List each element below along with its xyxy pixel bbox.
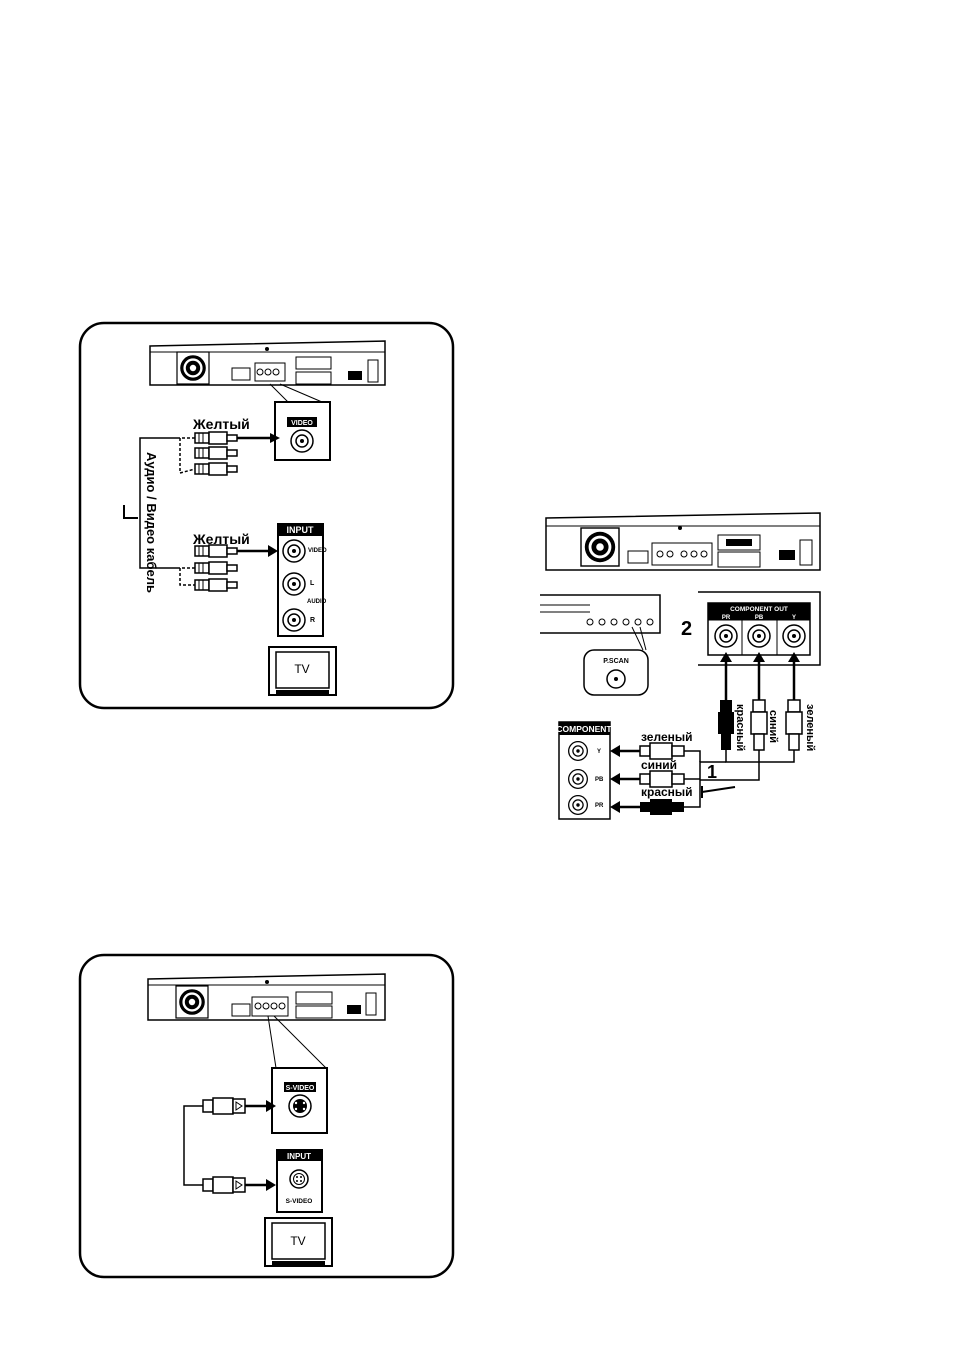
yellow-label-top: Желтый [192,416,250,432]
out-pr-label: PR [722,615,731,621]
step-2-label: 2 [681,618,692,640]
tv-label-svideo: TV [290,1234,305,1248]
diagram-component: P.SCAN 2 COMPONENT OUT PR PB Y [540,513,820,819]
tv-set: TV [269,647,336,695]
av-cable-label: Аудио / Видео кабель [144,452,159,593]
step-1-label: 1 [707,762,717,782]
tv-input-title: INPUT [287,525,315,535]
tv-set-svideo: TV [265,1218,332,1266]
dvd-rear-panel-svideo [148,974,385,1020]
svideo-plug-top [203,1098,245,1114]
tv-svideo-label: S-VIDEO [286,1198,313,1205]
vertical-blue-label: синий [767,710,779,743]
tv-component-title: COMPONENT [556,724,612,734]
dvd-rear-panel-component [546,513,820,570]
tv-input-panel: INPUT VIDEO L AUDIO R [278,524,327,636]
svideo-plug-bottom [203,1177,245,1193]
color-blue-label: синий [641,758,677,772]
out-y-label: Y [792,615,796,621]
vertical-plugs [718,700,802,750]
component-out-title: COMPONENT OUT [730,606,788,613]
dvd-rear-panel [150,341,385,385]
video-jack-panel: VIDEO [275,402,330,460]
tv-pr-label: PR [595,803,604,809]
video-jack-label: VIDEO [291,420,313,427]
pscan-button-zoom: P.SCAN [584,650,648,695]
diagram-svideo: S-VIDEO INPUT [80,955,453,1277]
tv-video-label: VIDEO [308,548,327,554]
tv-label: TV [294,662,309,676]
tv-y-label: Y [597,749,601,755]
pscan-label: P.SCAN [603,658,629,665]
tv-svideo-input-title: INPUT [287,1152,311,1161]
tv-svideo-panel: INPUT S-VIDEO [277,1150,322,1212]
color-green-label: зеленый [641,730,693,744]
tv-pb-label: PB [595,777,604,783]
tv-r-label: R [310,617,315,624]
tv-l-label: L [310,580,315,587]
tv-audio-label: AUDIO [307,599,327,605]
diagram-composite: VIDEO Желтый Аудио / Видео кабель Желтый… [80,323,453,708]
svideo-jack-label: S-VIDEO [286,1085,315,1092]
out-pb-label: PB [755,615,764,621]
vertical-green-label: зеленый [804,704,816,751]
color-red-label: красный [641,785,693,799]
dvd-front-panel [540,595,660,650]
tv-component-panel: COMPONENT Y PB PR [556,722,612,819]
svideo-jack-panel: S-VIDEO [272,1068,327,1133]
vertical-red-label: красный [734,704,746,751]
horizontal-plugs [640,743,684,815]
